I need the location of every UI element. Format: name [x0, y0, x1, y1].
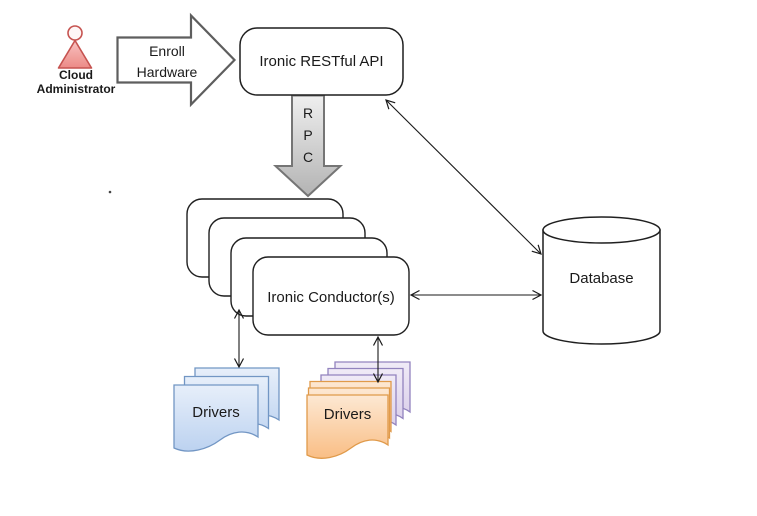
- conductor-label: Ironic Conductor(s): [267, 289, 395, 306]
- rpc-letter-c: C: [302, 149, 314, 165]
- database-label: Database: [569, 270, 634, 287]
- api-database-arrow: [385, 99, 542, 255]
- enroll-hardware-arrow: [116, 12, 237, 108]
- enroll-label: Enroll Hardware: [136, 43, 198, 80]
- cloud-admin-icon: [57, 25, 93, 69]
- drivers-left-label: Drivers: [192, 404, 240, 421]
- conductor-box: [252, 256, 410, 336]
- rpc-arrow: [272, 94, 344, 198]
- drivers-right-label: Drivers: [323, 406, 372, 423]
- database-cylinder: [542, 216, 661, 345]
- connector-arrows: [233, 99, 543, 384]
- conductor-stack: [186, 198, 410, 336]
- cloud-admin-label: Cloud Administrator: [36, 68, 116, 96]
- api-label: Ironic RESTful API: [259, 53, 384, 70]
- rpc-letter-p: P: [303, 127, 313, 143]
- rpc-letter-r: R: [302, 105, 314, 121]
- api-box: [239, 27, 404, 96]
- stray-dot: [108, 190, 112, 194]
- drivers-orange-stack: [306, 361, 411, 459]
- drivers-blue-stack: [173, 367, 280, 452]
- rpc-label: R P C: [294, 102, 322, 168]
